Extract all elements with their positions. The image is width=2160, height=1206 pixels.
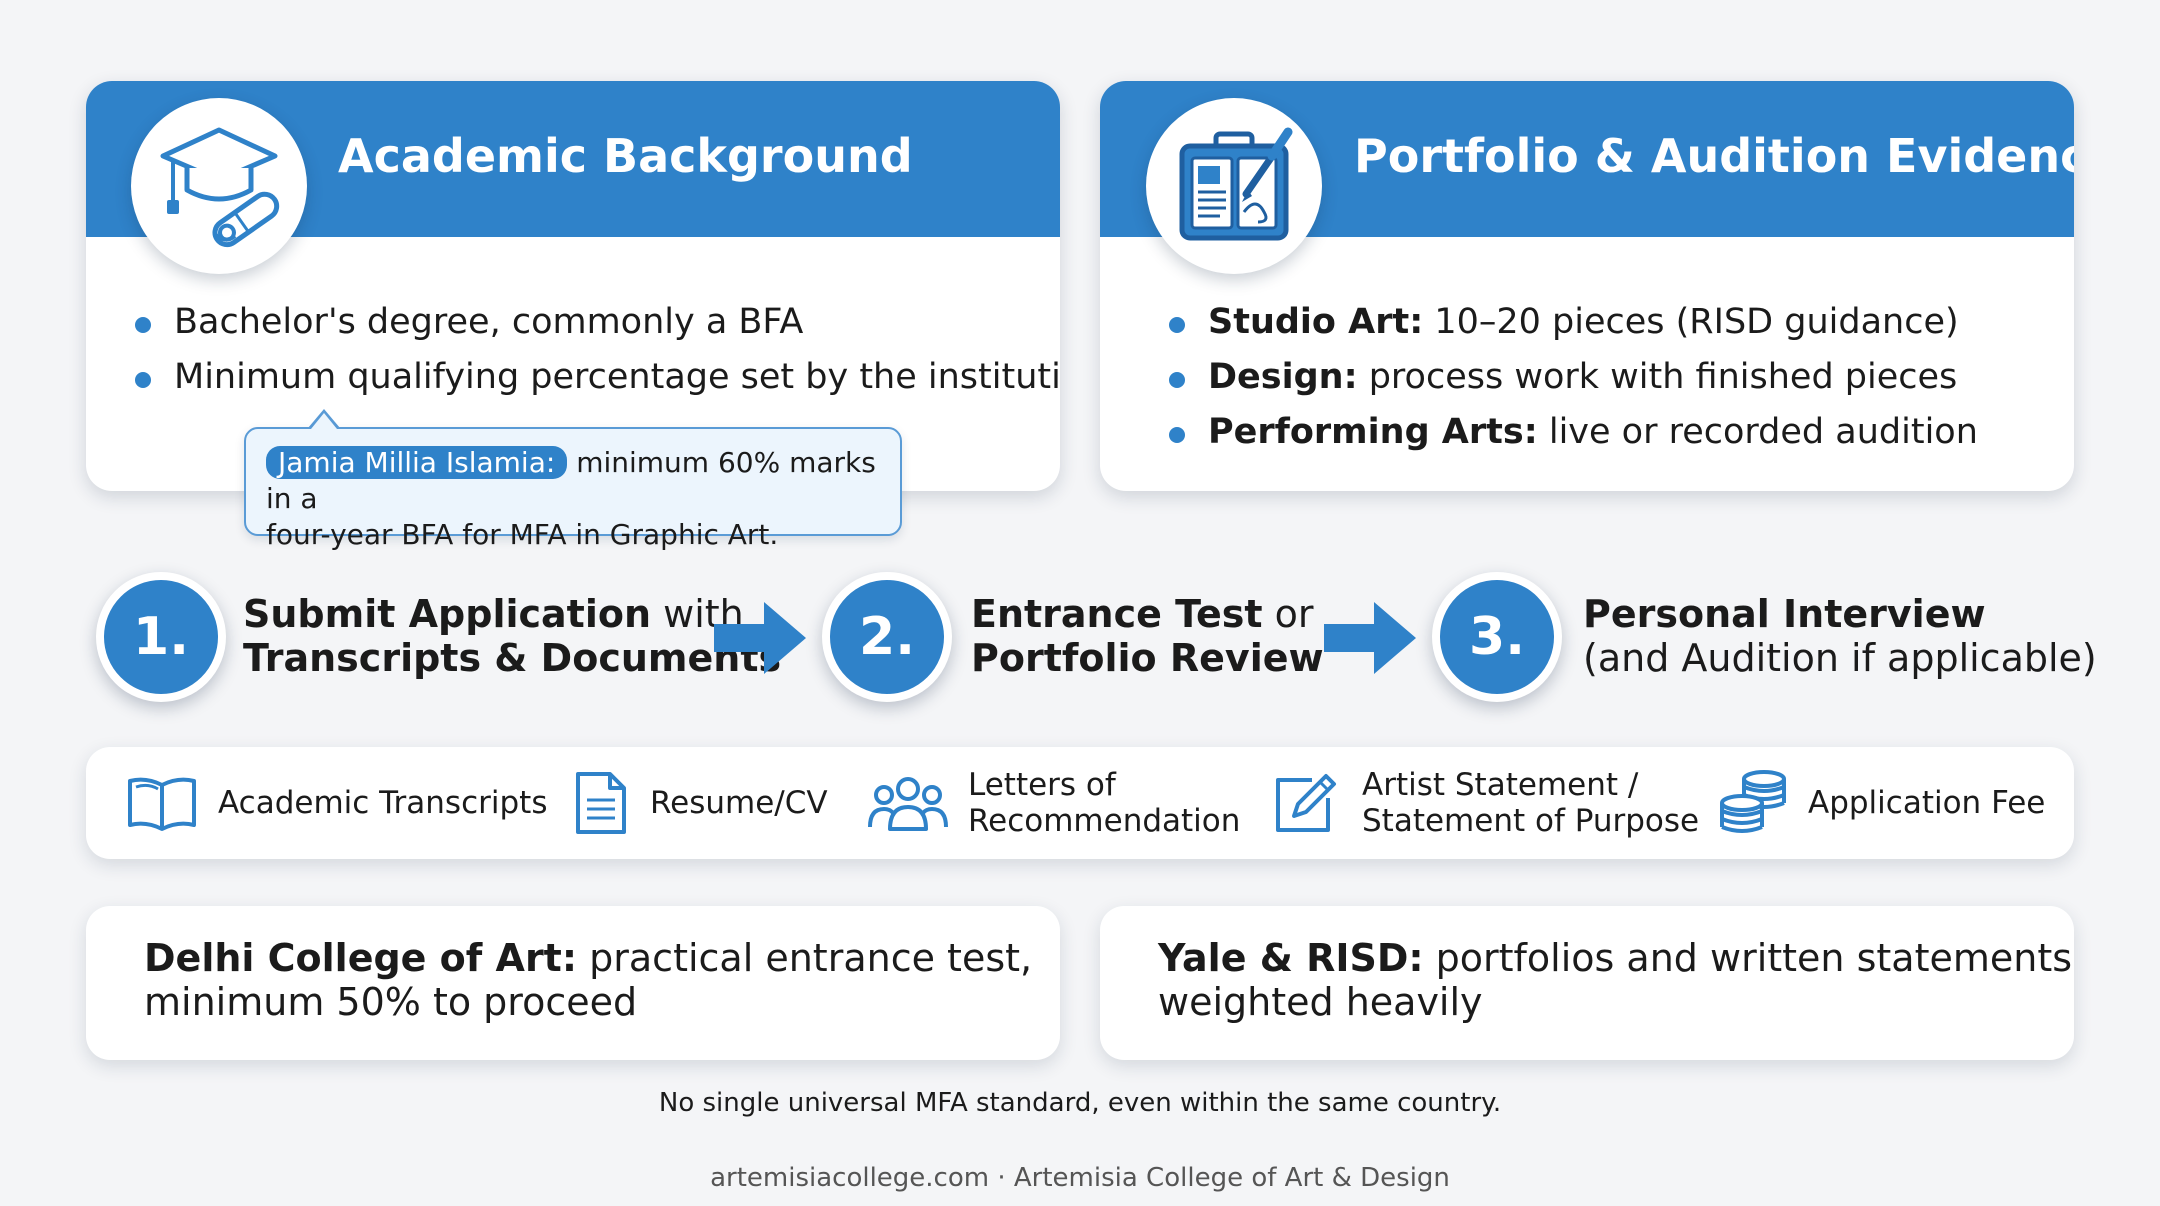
doc-label-statement: Artist Statement / Statement of Purpose bbox=[1362, 767, 1699, 839]
footer-credit: artemisiacollege.com · Artemisia College… bbox=[710, 1163, 1450, 1193]
step-2-bold: Entrance Test bbox=[971, 592, 1263, 636]
coin-stack-icon bbox=[1720, 770, 1786, 833]
portfolio-card-title: Portfolio & Audition Evidence bbox=[1354, 129, 2074, 183]
doc-label-transcripts: Academic Transcripts bbox=[218, 785, 547, 821]
portfolio-bullet: Performing Arts: live or recorded auditi… bbox=[1166, 405, 1978, 460]
step-1-bold-2: Transcripts & Documents bbox=[243, 636, 782, 680]
step-2-line-1: Entrance Test or bbox=[971, 592, 1324, 636]
portfolio-audition-card: Portfolio & Audition Evidence Studio Art… bbox=[1100, 81, 2074, 491]
portfolio-bullet: Design: process work with finished piece… bbox=[1166, 350, 1978, 405]
bullet-text: process work with finished pieces bbox=[1357, 357, 1958, 397]
step-1-line-2: Transcripts & Documents bbox=[243, 636, 781, 680]
footnote: No single universal MFA standard, even w… bbox=[658, 1088, 1502, 1118]
step-3-text: Personal Interview (and Audition if appl… bbox=[1583, 592, 2097, 680]
pencil-edit-icon bbox=[1276, 774, 1336, 832]
graduation-cap-diploma-icon bbox=[131, 98, 307, 274]
callout-line-1: Jamia Millia Islamia: minimum 60% marks … bbox=[266, 445, 880, 517]
portfolio-bullet: Studio Art: 10–20 pieces (RISD guidance) bbox=[1166, 295, 1978, 350]
step-2-line-2: Portfolio Review bbox=[971, 636, 1324, 680]
step-2-text: Entrance Test or Portfolio Review bbox=[971, 592, 1324, 680]
callout-line-2: four-year BFA for MFA in Graphic Art. bbox=[266, 518, 779, 551]
portfolio-bullet-list: Studio Art: 10–20 pieces (RISD guidance)… bbox=[1166, 295, 1978, 460]
bullet-label: Performing Arts: bbox=[1208, 412, 1538, 452]
bullet-text: live or recorded audition bbox=[1537, 412, 1978, 452]
step-2-rest: or bbox=[1262, 592, 1314, 636]
doc-label-line: Application Fee bbox=[1808, 785, 2046, 821]
step-2-bold-2: Portfolio Review bbox=[971, 636, 1324, 680]
callout-pointer-fill bbox=[311, 413, 337, 429]
academic-bullet: Minimum qualifying percentage set by the… bbox=[132, 350, 1060, 405]
doc-label-line: Artist Statement / bbox=[1362, 767, 1639, 803]
arrow-right-icon bbox=[1324, 602, 1416, 674]
step-3-bold: Personal Interview bbox=[1583, 592, 1986, 636]
document-icon bbox=[576, 772, 626, 834]
note-text: practical entrance test, minimum 50% to … bbox=[144, 936, 1033, 1024]
callout-highlight: Jamia Millia Islamia: bbox=[266, 446, 568, 479]
academic-background-card: Academic Background Bachelor's degree, c… bbox=[86, 81, 1060, 491]
doc-label-line: Resume/CV bbox=[650, 785, 828, 821]
step-3-line-2: (and Audition if applicable) bbox=[1583, 636, 2097, 680]
note-text: portfolios and written statements weight… bbox=[1158, 936, 2073, 1024]
step-3-number: 3. bbox=[1432, 572, 1562, 702]
step-1-line-1: Submit Application with bbox=[243, 592, 781, 636]
people-group-icon bbox=[868, 777, 948, 831]
doc-label-fee: Application Fee bbox=[1808, 785, 2045, 821]
step-1-bold: Submit Application bbox=[243, 592, 652, 636]
note-label: Delhi College of Art: bbox=[144, 936, 578, 980]
delhi-college-note: Delhi College of Art: practical entrance… bbox=[86, 906, 1060, 1060]
academic-bullet-list: Bachelor's degree, commonly a BFA Minimu… bbox=[132, 295, 1060, 405]
academic-bullet: Bachelor's degree, commonly a BFA bbox=[132, 295, 1060, 350]
doc-label-line: Letters of bbox=[968, 767, 1116, 803]
note-label: Yale & RISD: bbox=[1158, 936, 1424, 980]
doc-label-line: Recommendation bbox=[968, 803, 1241, 839]
step-1-text: Submit Application with Transcripts & Do… bbox=[243, 592, 781, 680]
bullet-label: Studio Art: bbox=[1208, 302, 1424, 342]
doc-label-line: Academic Transcripts bbox=[218, 785, 548, 821]
callout-text: minimum 60% marks in a bbox=[266, 446, 876, 515]
jamia-millia-callout: Jamia Millia Islamia: minimum 60% marks … bbox=[244, 427, 902, 551]
arrow-right-icon bbox=[714, 602, 806, 674]
step-3-line-1: Personal Interview bbox=[1583, 592, 2097, 636]
doc-label-letters: Letters of Recommendation bbox=[968, 767, 1240, 839]
portfolio-sketchbook-brush-icon bbox=[1146, 98, 1322, 274]
step-3-rest-2: (and Audition if applicable) bbox=[1583, 636, 2097, 680]
bullet-text: 10–20 pieces (RISD guidance) bbox=[1423, 302, 1959, 342]
bullet-label: Design: bbox=[1208, 357, 1358, 397]
open-book-icon bbox=[128, 777, 196, 831]
doc-label-line: Statement of Purpose bbox=[1362, 803, 1700, 839]
academic-card-title: Academic Background bbox=[338, 129, 913, 183]
yale-risd-note: Yale & RISD: portfolios and written stat… bbox=[1100, 906, 2074, 1060]
step-1-number: 1. bbox=[96, 572, 226, 702]
step-2-number: 2. bbox=[822, 572, 952, 702]
doc-label-resume: Resume/CV bbox=[650, 785, 828, 821]
